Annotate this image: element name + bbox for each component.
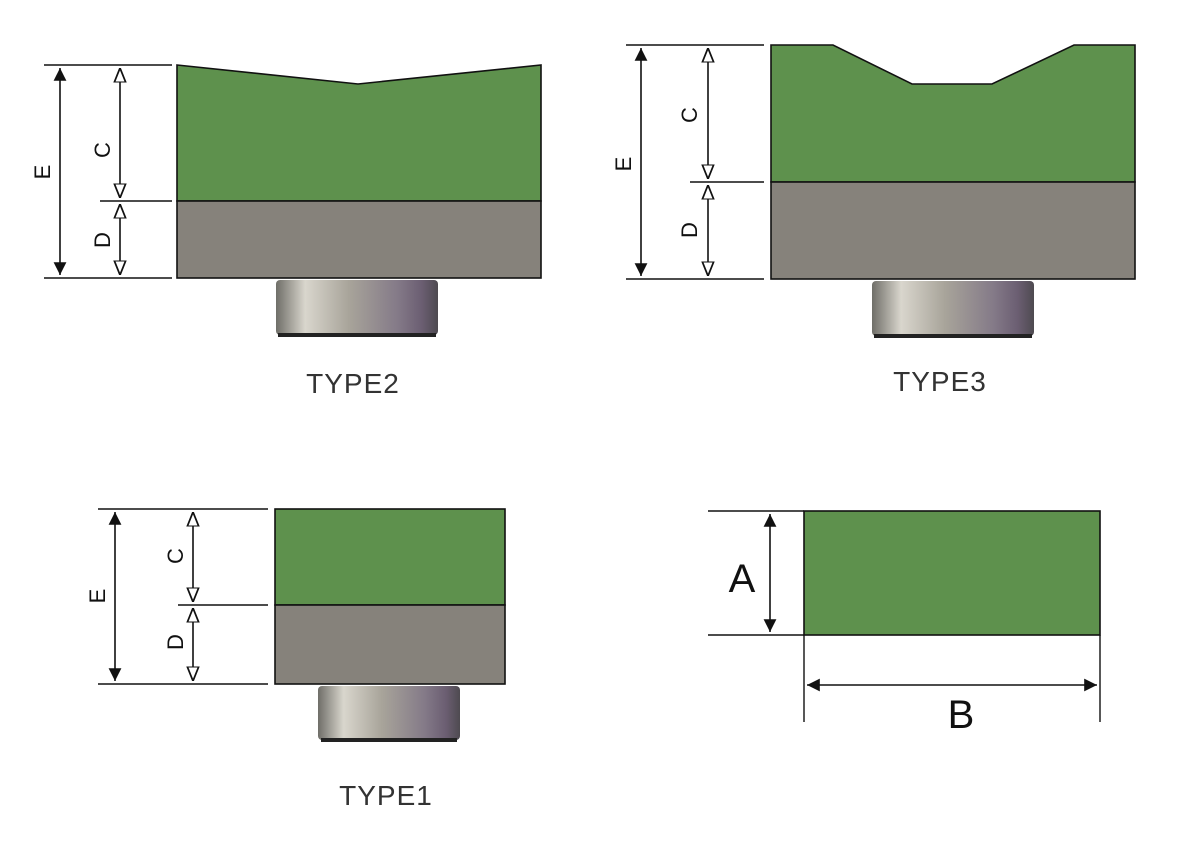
top-view-pad	[803, 510, 1101, 636]
top-view-diagram: A B	[708, 510, 1101, 737]
type3-label-c: C	[677, 107, 702, 123]
type1-stud	[318, 686, 460, 740]
type2-caption: TYPE2	[306, 368, 400, 399]
label-a: A	[729, 557, 756, 601]
type2-label-d: D	[90, 232, 115, 248]
label-b: B	[948, 693, 975, 737]
type3-label-d: D	[677, 222, 702, 238]
type3-pad	[770, 44, 1136, 183]
type2-base	[176, 200, 542, 279]
type2-diagram: E C D TYPE2	[30, 64, 542, 399]
type1-label-e: E	[85, 589, 110, 604]
type1-label-d: D	[163, 634, 188, 650]
type1-diagram: E C D TYPE1	[85, 508, 506, 811]
type3-caption: TYPE3	[893, 366, 987, 397]
type1-base	[274, 604, 506, 685]
type2-label-c: C	[90, 142, 115, 158]
type1-label-c: C	[163, 548, 188, 564]
type3-diagram: E C D TYPE3	[611, 44, 1136, 397]
type2-label-e: E	[30, 165, 55, 180]
type1-pad	[274, 508, 506, 606]
type1-caption: TYPE1	[339, 780, 433, 811]
type2-pad	[176, 64, 542, 202]
type3-base	[770, 181, 1136, 280]
type3-label-e: E	[611, 157, 636, 172]
type2-stud	[276, 280, 438, 335]
type3-stud	[872, 281, 1034, 336]
